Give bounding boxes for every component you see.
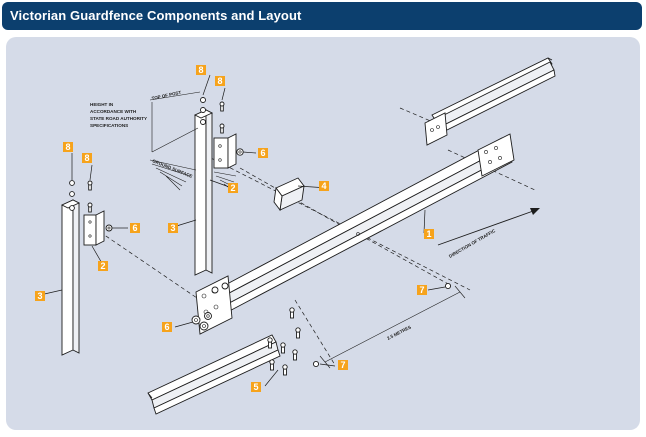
height-note-line-2: ACCORDANCE WITH — [90, 109, 137, 114]
callout-badge: 3 — [35, 291, 45, 301]
lower-rail-section — [147, 334, 281, 415]
callout-badge: 4 — [319, 181, 329, 191]
washer-group — [191, 282, 229, 331]
callout-badge: 7 — [417, 285, 427, 295]
callout-badge: 6 — [162, 322, 172, 332]
top-of-post-label: TOP OF POST — [151, 90, 182, 101]
right-post-fasteners — [200, 97, 225, 134]
callout-label: 2 — [100, 261, 105, 271]
callout-label: 3 — [37, 291, 42, 301]
callout-label: 7 — [419, 285, 424, 295]
left-post — [60, 199, 113, 356]
callout-label: 8 — [65, 142, 70, 152]
end-bolts — [312, 282, 452, 368]
callout-label: 1 — [426, 229, 431, 239]
height-note-line-4: SPECIFICATIONS — [90, 123, 128, 128]
callout-label: 8 — [84, 153, 89, 163]
callout-badge: 2 — [228, 183, 238, 193]
title-bar: Victorian Guardfence Components and Layo… — [2, 2, 642, 30]
callout-badge: 2 — [98, 261, 108, 271]
upper-rail-section — [424, 57, 556, 146]
page-title: Victorian Guardfence Components and Layo… — [10, 8, 302, 23]
spacing-dimension — [319, 285, 466, 369]
callout-label: 6 — [132, 223, 137, 233]
callout-badge: 3 — [168, 223, 178, 233]
callout-label: 6 — [260, 148, 265, 158]
callout-label: 7 — [340, 360, 345, 370]
left-post-fasteners — [69, 180, 93, 213]
callout-label: 6 — [164, 322, 169, 332]
callout-label: 3 — [170, 223, 175, 233]
callout-badge: 8 — [63, 142, 73, 152]
callout-label: 8 — [198, 65, 203, 75]
callout-label: 2 — [230, 183, 235, 193]
direction-arrow — [437, 208, 540, 246]
callout-badge: 8 — [82, 153, 92, 163]
callout-label: 4 — [321, 181, 326, 191]
callout-badge: 8 — [215, 76, 225, 86]
callout-badge: 1 — [424, 229, 434, 239]
callout-label: 5 — [253, 382, 258, 392]
callout-badge: 6 — [130, 223, 140, 233]
right-post — [149, 91, 244, 276]
splice-bolts — [267, 307, 301, 376]
main-rail — [195, 133, 515, 335]
callout-badge: 7 — [338, 360, 348, 370]
callout-badge: 5 — [251, 382, 261, 392]
callout-badge: 6 — [258, 148, 268, 158]
callouts: 8 8 8 8 6 2 4 6 3 1 2 7 3 6 7 5 — [35, 65, 434, 392]
spacing-label: 2.5 METRES — [386, 325, 412, 341]
blocking-piece — [273, 177, 305, 212]
callout-badge: 8 — [196, 65, 206, 75]
height-note-line-1: HEIGHT IN — [90, 102, 114, 107]
height-note-line-3: STATE ROAD AUTHORITY — [90, 116, 147, 121]
callout-label: 8 — [217, 76, 222, 86]
